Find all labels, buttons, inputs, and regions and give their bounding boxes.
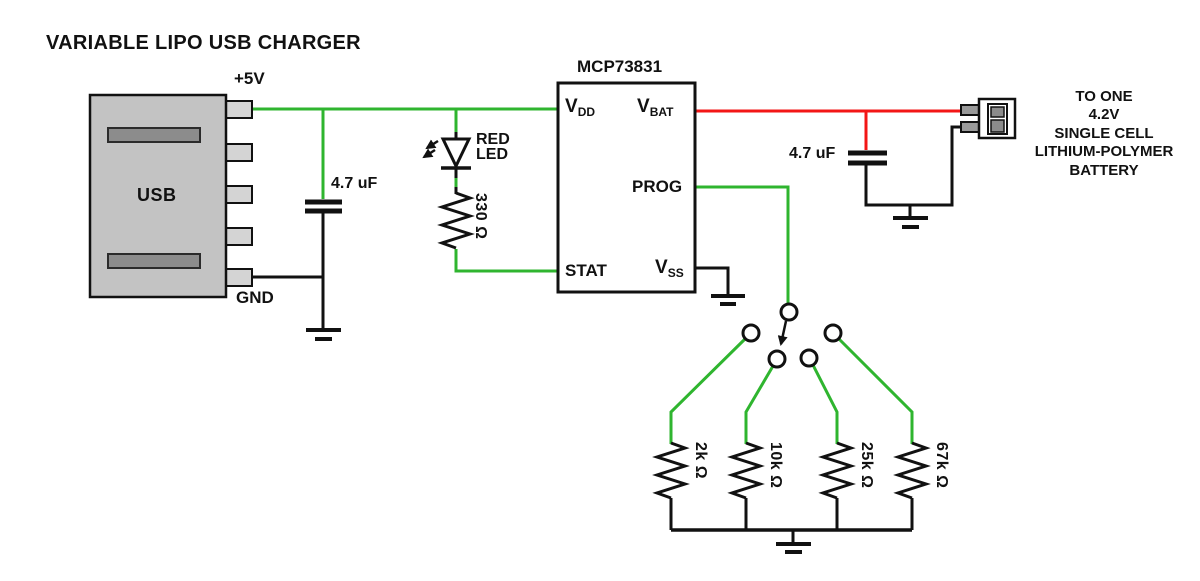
prog-resistor-2-zigzag xyxy=(727,441,765,500)
prog-resistor-1-value: 2k Ω xyxy=(692,442,709,480)
ic-pin-stat: STAT xyxy=(565,261,607,280)
green-wires xyxy=(252,107,914,444)
prog-resistor-3-zigzag xyxy=(818,441,856,500)
led-emission-arrow-1 xyxy=(425,139,439,150)
battery-note-line5: BATTERY xyxy=(1069,161,1139,179)
wire-prog-to-switch xyxy=(695,185,790,303)
ic-pin-vdd: VDD xyxy=(565,96,596,119)
battery-contact-bottom xyxy=(990,119,1005,133)
red-wires xyxy=(695,109,961,150)
led-resistor-value: 330 Ω xyxy=(472,193,489,240)
ic-body xyxy=(556,81,697,294)
led-resistor-zigzag xyxy=(437,191,475,250)
usb-pin-3 xyxy=(225,185,253,204)
led-label-line1: RED xyxy=(476,131,510,148)
battery-note-line4: LITHIUM-POLYMER xyxy=(1034,143,1174,161)
battery-note-line3: SINGLE CELL xyxy=(1054,124,1154,142)
battery-connector-symbol xyxy=(960,97,1017,140)
pin-vss-sub: SS xyxy=(667,266,684,280)
prog-resistor-3-value: 25k Ω xyxy=(858,442,875,489)
wire-switch-to-r1 xyxy=(669,337,747,444)
usb-label: USB xyxy=(137,185,177,205)
battery-note: TO ONE 4.2V SINGLE CELL LITHIUM-POLYMER … xyxy=(1018,88,1190,180)
switch-terminal-3 xyxy=(799,348,819,368)
battery-note-line2: 4.2V xyxy=(1088,106,1120,124)
usb-connector-symbol xyxy=(88,93,253,299)
led-label: RED LED xyxy=(476,131,510,163)
wire-switch-to-r2 xyxy=(744,365,775,444)
wire-resistor-to-stat xyxy=(454,249,558,273)
led-symbol xyxy=(422,137,472,170)
wire-switch-to-r4 xyxy=(837,337,914,444)
pin-vss-main: V xyxy=(655,257,668,278)
resistor-symbols xyxy=(437,191,931,500)
usb-pin-4 xyxy=(225,227,253,246)
ground-symbols xyxy=(306,216,928,554)
usb-pin-5 xyxy=(225,268,253,287)
led-triangle xyxy=(440,137,472,170)
prog-resistor-1-zigzag xyxy=(652,441,690,500)
schematic-title: VARIABLE LIPO USB CHARGER xyxy=(46,32,361,54)
output-capacitor-value: 4.7 uF xyxy=(789,145,836,162)
input-capacitor-symbol xyxy=(305,199,342,214)
pin-vbat-sub: BAT xyxy=(649,105,674,119)
prog-resistor-4-zigzag xyxy=(893,441,931,500)
input-capacitor-value: 4.7 uF xyxy=(331,175,378,192)
ic-pin-vbat: VBAT xyxy=(637,96,674,119)
pin-vdd-main: V xyxy=(565,96,578,117)
battery-contact-top xyxy=(990,106,1005,118)
ic-pin-prog: PROG xyxy=(632,177,683,196)
usb-pin-1 xyxy=(225,100,253,119)
usb-pin-2 xyxy=(225,143,253,162)
gnd-label: GND xyxy=(236,288,274,307)
led-emission-arrow-2 xyxy=(422,148,436,159)
switch-terminal-2 xyxy=(767,349,787,369)
usb-slot-top xyxy=(107,127,201,143)
pin-vbat-main: V xyxy=(637,96,650,117)
prog-resistor-4-value: 67k Ω xyxy=(933,442,950,489)
wire-vss-to-ground xyxy=(695,266,730,294)
output-capacitor-symbol xyxy=(848,150,887,166)
wire-switch-to-r3 xyxy=(811,364,839,444)
black-wires xyxy=(252,125,961,542)
battery-pin-negative xyxy=(960,121,981,133)
pin-vdd-sub: DD xyxy=(577,105,596,119)
selector-switch-symbol xyxy=(741,302,843,369)
switch-wiper-arrow xyxy=(777,320,788,346)
wire-cap2-to-battery-neg xyxy=(864,125,961,207)
battery-note-line1: TO ONE xyxy=(1075,88,1133,105)
plus5v-label: +5V xyxy=(234,69,265,88)
usb-slot-bottom xyxy=(107,253,201,269)
ic-pin-vss: VSS xyxy=(655,257,684,280)
switch-terminal-1 xyxy=(741,323,761,343)
switch-common-terminal xyxy=(779,302,799,322)
ic-part-number: MCP73831 xyxy=(577,57,663,76)
battery-pin-positive xyxy=(960,104,981,116)
switch-terminal-4 xyxy=(823,323,843,343)
prog-resistor-2-value: 10k Ω xyxy=(767,442,784,489)
led-label-line2: LED xyxy=(476,146,508,163)
